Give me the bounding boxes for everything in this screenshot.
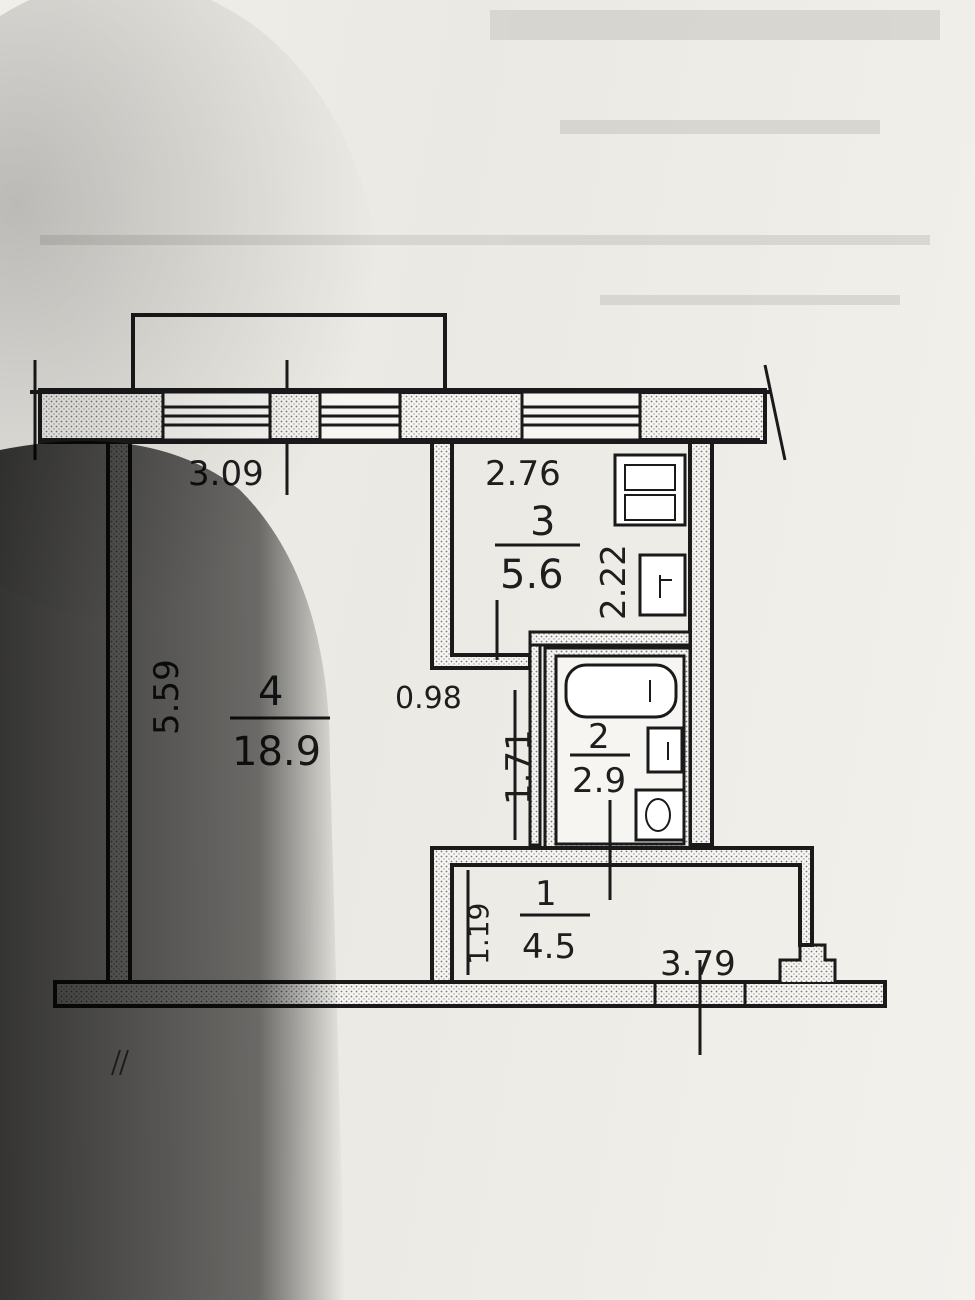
room3-width-label: 2.76 xyxy=(485,454,561,494)
room-label-1: 1 4.5 xyxy=(520,874,590,967)
room-label-4: 4 18.9 xyxy=(230,669,330,775)
left-wall xyxy=(106,440,132,984)
dimension-lines xyxy=(466,600,612,975)
room1-area: 4.5 xyxy=(522,927,576,967)
room2-number: 2 xyxy=(588,717,610,757)
margin-mark xyxy=(111,1049,129,1076)
room4-area: 18.9 xyxy=(232,729,321,775)
kitchen-sink xyxy=(613,453,687,527)
corridor-length-label: 1.71 xyxy=(499,729,539,805)
room1-number: 1 xyxy=(535,874,557,914)
room3-number: 3 xyxy=(530,499,555,545)
corridor-wall xyxy=(528,643,542,847)
toilet xyxy=(634,788,686,842)
kitchen-stove xyxy=(638,553,687,617)
bathtub xyxy=(564,663,678,719)
top-exterior-wall xyxy=(30,360,787,461)
room3-length-label: 2.22 xyxy=(594,544,634,620)
hall-depth-label: 1.19 xyxy=(462,903,495,965)
room4-width-label: 3.09 xyxy=(188,454,264,494)
kitchen-right-wall xyxy=(688,440,714,847)
kitchen-bottom-wall xyxy=(528,630,692,647)
room4-number: 4 xyxy=(258,669,283,715)
balcony-outline xyxy=(131,313,447,388)
hall-width-label: 3.79 xyxy=(660,944,736,984)
washbasin xyxy=(646,726,684,774)
bleed-through-text xyxy=(40,10,940,305)
room2-area: 2.9 xyxy=(572,761,626,801)
corridor-width-label: 0.98 xyxy=(395,681,462,716)
room-label-2: 2 2.9 xyxy=(570,717,630,801)
room3-area: 5.6 xyxy=(500,552,564,598)
room-label-3: 3 5.6 xyxy=(495,499,580,598)
room4-length-label: 5.59 xyxy=(147,659,187,735)
hall-walls xyxy=(430,846,814,984)
